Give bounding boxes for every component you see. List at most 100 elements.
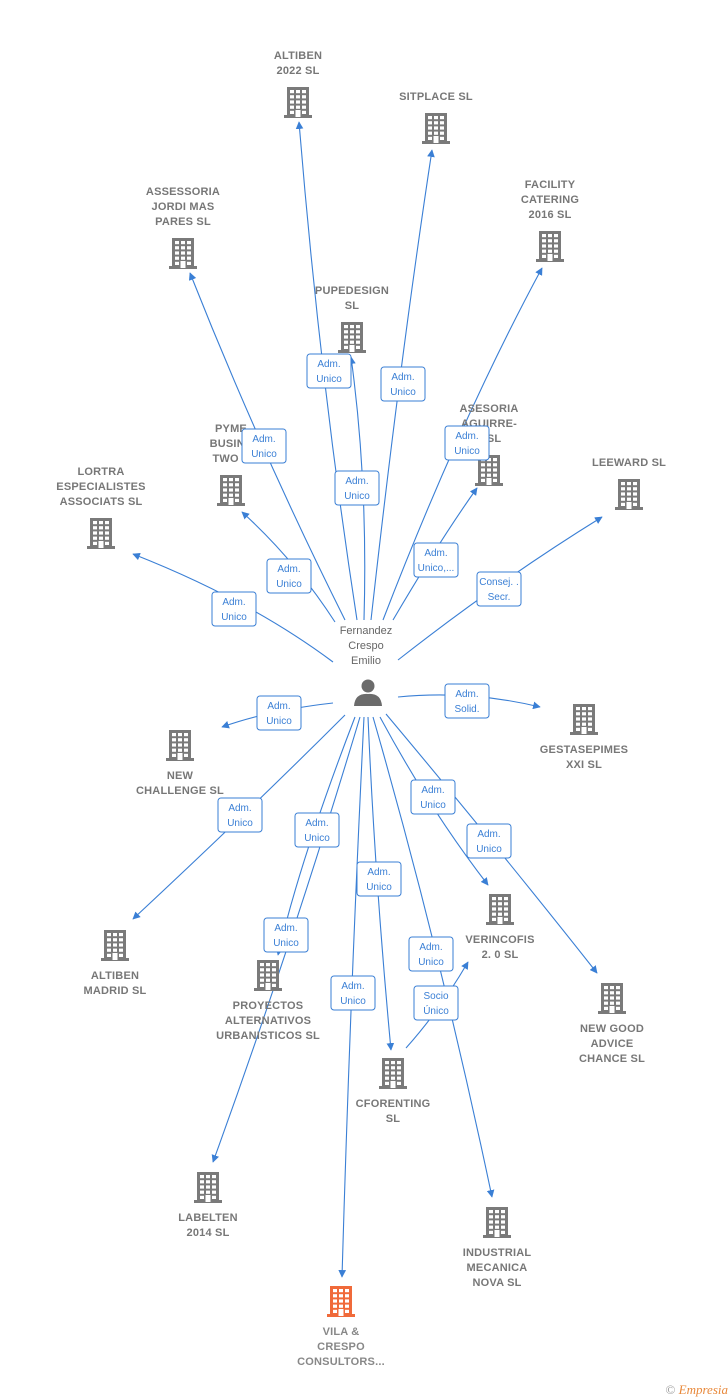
edge-label-leeward[interactable]: Consej. . Secr. — [476, 571, 522, 607]
edge-label-newchallenge[interactable]: Adm.Unico — [256, 695, 302, 731]
company-name: PROYECTOS — [233, 1000, 304, 1012]
company-node-assessoria[interactable]: ASSESSORIA JORDI MAS PARES SL — [146, 186, 220, 269]
company-node-sitplace[interactable]: SITPLACE SL — [399, 91, 473, 144]
edge-label-asesoria[interactable]: Adm. Unico,... — [413, 542, 459, 578]
brand-logo-text[interactable]: Empresia — [678, 1382, 728, 1397]
edge-label-industrial[interactable]: Adm.Unico — [408, 936, 454, 972]
edge-label-newgood[interactable]: Adm.Unico — [466, 823, 512, 859]
edge-label-sitplace[interactable]: Adm.Unico — [380, 366, 426, 402]
edge-label-box — [380, 366, 426, 402]
company-name: ASSESSORIA — [146, 186, 220, 198]
edge-label-box — [263, 917, 309, 953]
building-icon — [217, 475, 245, 506]
edge-label-text: Solid. — [454, 704, 479, 715]
company-name: URBANISTICOS SL — [216, 1030, 320, 1042]
edge-label-box — [356, 861, 402, 897]
company-name: SL — [345, 300, 360, 312]
edge-label-vila[interactable]: Adm.Unico — [330, 975, 376, 1011]
edge-label-text: Adm. — [455, 689, 478, 700]
edge-label-text: Único — [423, 1004, 449, 1017]
edge-label-labelten[interactable]: Adm.Unico — [263, 917, 309, 953]
person-name: Emilio — [351, 655, 381, 667]
company-name: NEW GOOD — [580, 1023, 644, 1035]
edge-label-box — [476, 571, 522, 607]
edge-label-lortra[interactable]: Adm.Unico — [211, 591, 257, 627]
edge-label-text: Adm. — [345, 476, 368, 487]
edge-label-text: Adm. — [421, 785, 444, 796]
edge-label-text: Adm. — [317, 359, 340, 370]
edge-label-pyme[interactable]: Adm.Unico — [266, 558, 312, 594]
company-name: 2014 SL — [187, 1227, 230, 1239]
edge-label-text: Unico — [266, 716, 292, 727]
company-node-vila[interactable]: VILA &CRESPOCONSULTORS... — [297, 1286, 385, 1368]
building-icon — [284, 87, 312, 118]
edge-label-text: Adm. — [277, 564, 300, 575]
company-name: VERINCOFIS — [465, 934, 534, 946]
company-node-labelten[interactable]: LABELTEN 2014 SL — [178, 1172, 238, 1239]
company-name: CONSULTORS... — [297, 1356, 385, 1368]
edge-label-text: Adm. — [424, 548, 447, 559]
edge-label-text: Unico — [344, 491, 370, 502]
edge-label-text: Adm. — [228, 803, 251, 814]
person-name: Crespo — [348, 640, 383, 652]
edge-label-text: Unico,... — [418, 563, 455, 574]
person-name: Fernandez — [340, 625, 393, 637]
company-name: MECANICA — [467, 1262, 528, 1274]
edge-label-text: Adm. — [305, 818, 328, 829]
edge-label-proyectos[interactable]: Adm.Unico — [294, 812, 340, 848]
company-name: JORDI MAS — [152, 201, 215, 213]
company-name: TWO S — [212, 453, 249, 465]
edge-label-gestasepimes[interactable]: Adm. Solid. — [444, 683, 490, 719]
edge-label-box — [211, 591, 257, 627]
edge-label-altibenmadrid[interactable]: Adm. Unico — [217, 797, 263, 833]
edge-label-box — [334, 470, 380, 506]
company-name: 2022 SL — [277, 65, 320, 77]
edge-label-text: Secr. — [488, 592, 511, 603]
edge-label-text: Adm. — [341, 981, 364, 992]
edge-label-facility[interactable]: Adm.Unico — [444, 425, 490, 461]
edge-label-box — [413, 542, 459, 578]
edge-label-altiben2022[interactable]: Adm.Unico — [306, 353, 352, 389]
edge-label-box — [444, 425, 490, 461]
edge-label-box — [408, 936, 454, 972]
building-icon — [169, 238, 197, 269]
building-icon — [194, 1172, 222, 1203]
company-name: 2016 SL — [529, 209, 572, 221]
building-icon — [166, 730, 194, 761]
edge-label-text: Consej. . — [479, 577, 518, 588]
company-name: FACILITY — [525, 179, 576, 191]
edge-label-box — [444, 683, 490, 719]
edge-label-verincofis[interactable]: Adm. Unico — [410, 779, 456, 815]
edge-label-cforenting[interactable]: Adm.Unico — [356, 861, 402, 897]
company-name: CFORENTING — [356, 1098, 431, 1110]
edge-label-text: Unico — [476, 844, 502, 855]
company-name: PARES SL — [155, 216, 211, 228]
company-name: ESPECIALISTES — [56, 481, 145, 493]
building-icon — [254, 960, 282, 991]
edge-label-text: Unico — [420, 800, 446, 811]
edge-label-box — [306, 353, 352, 389]
company-name: LABELTEN — [178, 1212, 237, 1224]
edge-label-text: Unico — [221, 612, 247, 623]
edge-label-text: Unico — [227, 818, 253, 829]
edge-label-pupedesign[interactable]: Adm. Unico — [334, 470, 380, 506]
edge-label-assessoria[interactable]: Adm.Unico — [241, 428, 287, 464]
company-node-leeward[interactable]: LEEWARD SL — [592, 457, 666, 510]
company-name: VILA & — [323, 1326, 360, 1338]
building-icon — [87, 518, 115, 549]
